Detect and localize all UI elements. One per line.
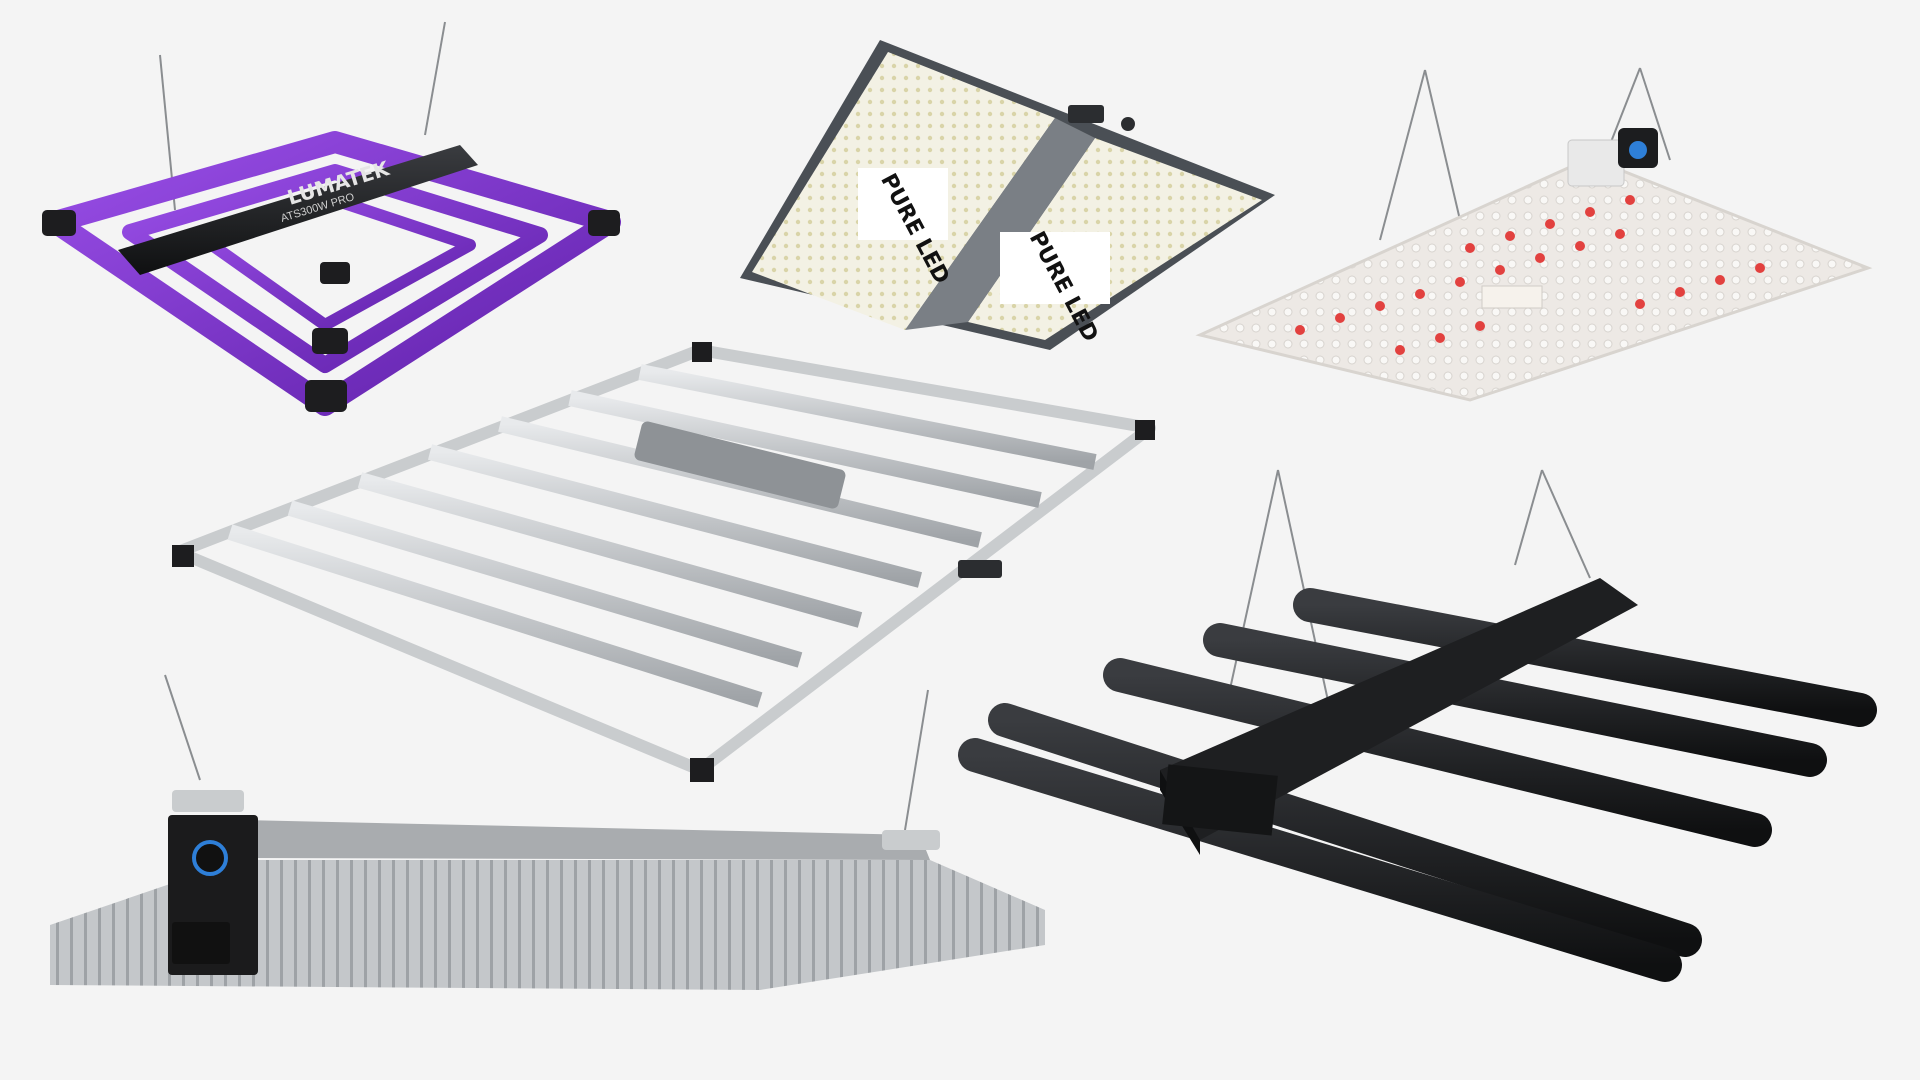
corner-cap xyxy=(1135,420,1155,440)
connector-ring xyxy=(1629,141,1647,159)
heatsink-fins xyxy=(50,860,1045,990)
hanging-wire xyxy=(1541,469,1591,579)
driver-housing xyxy=(634,421,846,509)
driver-housing xyxy=(1160,578,1638,840)
middle-bar-frame xyxy=(122,164,548,373)
quantum-board-light: PURE LED PURE LED xyxy=(740,40,1275,350)
center-driver-channel xyxy=(905,118,1095,330)
hanging-wire xyxy=(164,674,201,781)
hanging-wire xyxy=(1639,67,1671,161)
corner-cap xyxy=(42,210,76,236)
dimmer-knob xyxy=(1121,117,1135,131)
purple-bar-light: LUMATEK ATS300W PRO xyxy=(42,21,621,416)
hanging-wire xyxy=(1379,69,1426,241)
driver-housing xyxy=(118,145,478,275)
driver-connector xyxy=(192,840,228,876)
black-bar-light xyxy=(958,469,1877,982)
silver-bar-light xyxy=(172,342,1156,782)
corner-cap xyxy=(320,262,350,284)
driver-module xyxy=(1567,139,1625,187)
white-quantum-board-light xyxy=(1195,67,1873,402)
light-bars xyxy=(958,588,1877,982)
power-switch xyxy=(1068,105,1104,123)
corner-cap xyxy=(692,342,712,362)
mount-bracket xyxy=(172,790,244,812)
corner-cap xyxy=(172,545,194,567)
hanging-wire xyxy=(1224,469,1279,713)
driver-panel xyxy=(1162,764,1278,836)
corner-cap xyxy=(312,328,348,354)
corner-cap xyxy=(588,210,620,236)
center-mount xyxy=(1481,285,1543,309)
hanging-wire xyxy=(904,689,929,831)
light-bars xyxy=(227,364,1097,708)
driver-plug xyxy=(172,922,230,964)
corner-cap xyxy=(305,380,347,412)
red-led-rows xyxy=(1295,195,1765,355)
hanging-wire xyxy=(1424,69,1461,221)
mount-bracket xyxy=(882,830,940,850)
hanging-wire xyxy=(424,21,446,136)
control-panel xyxy=(958,560,1002,578)
top-rail xyxy=(240,820,930,860)
heatsink-bar-light xyxy=(50,674,1045,990)
led-board-panel xyxy=(1195,156,1873,402)
hanging-wire xyxy=(1514,469,1543,566)
corner-cap xyxy=(690,758,714,782)
